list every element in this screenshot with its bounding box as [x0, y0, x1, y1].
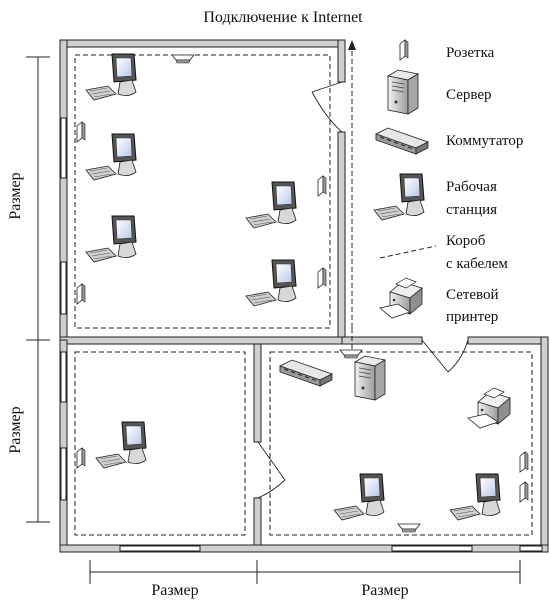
legend-switch-icon	[375, 127, 429, 155]
socket-icon	[76, 121, 86, 143]
doors	[257, 81, 469, 499]
room-2-equipment	[76, 421, 147, 469]
socket-icon	[317, 175, 327, 197]
switch-icon	[279, 359, 333, 387]
legend: Розетка Сервер Коммутатор Рабочая станци…	[373, 39, 523, 325]
socket-icon	[519, 481, 529, 503]
legend-cable-label-2: с кабелем	[446, 256, 508, 272]
windows	[60, 117, 543, 552]
legend-printer-label-1: Сетевой	[446, 287, 499, 303]
legend-workstation-label-1: Рабочая	[446, 179, 497, 195]
workstation-icon	[85, 133, 137, 181]
server-icon	[354, 355, 386, 401]
socket-icon	[397, 523, 421, 533]
workstation-icon	[245, 181, 297, 229]
socket-icon	[317, 267, 327, 289]
network-printer-icon	[467, 387, 511, 429]
dimension-label-left-upper: Размер	[7, 172, 24, 219]
room-1-equipment	[76, 53, 327, 307]
legend-server-label: Сервер	[446, 87, 492, 103]
dimension-label-left-lower: Размер	[7, 406, 24, 453]
legend-server-icon	[387, 69, 419, 115]
workstation-icon	[245, 259, 297, 307]
workstation-icon	[85, 215, 137, 263]
diagram-title: Подключение к Internet	[203, 9, 363, 26]
workstation-icon	[333, 473, 385, 521]
cable-routes	[74, 50, 533, 536]
legend-workstation-label-2: станция	[446, 202, 497, 218]
dimension-label-bottom-left: Размер	[151, 582, 198, 599]
dimension-label-bottom-right: Размер	[361, 582, 408, 599]
legend-socket-label: Розетка	[446, 45, 495, 61]
legend-printer-label-2: принтер	[446, 309, 498, 325]
dimension-lines	[26, 56, 521, 584]
legend-workstation-icon	[373, 173, 425, 221]
legend-socket-icon	[399, 39, 409, 61]
workstation-icon	[85, 53, 137, 101]
internet-arrow	[348, 40, 356, 50]
socket-icon	[339, 349, 363, 359]
room-3-equipment	[279, 349, 529, 533]
legend-cable-label-1: Короб	[446, 233, 486, 249]
legend-switch-label: Коммутатор	[446, 133, 523, 149]
socket-icon	[519, 451, 529, 473]
walls	[59, 39, 549, 553]
legend-cable-icon	[379, 245, 437, 259]
socket-icon	[171, 54, 195, 64]
legend-printer-icon	[379, 277, 423, 319]
workstation-icon	[449, 473, 501, 521]
socket-icon	[76, 447, 86, 469]
socket-icon	[76, 283, 86, 305]
workstation-icon	[95, 421, 147, 469]
